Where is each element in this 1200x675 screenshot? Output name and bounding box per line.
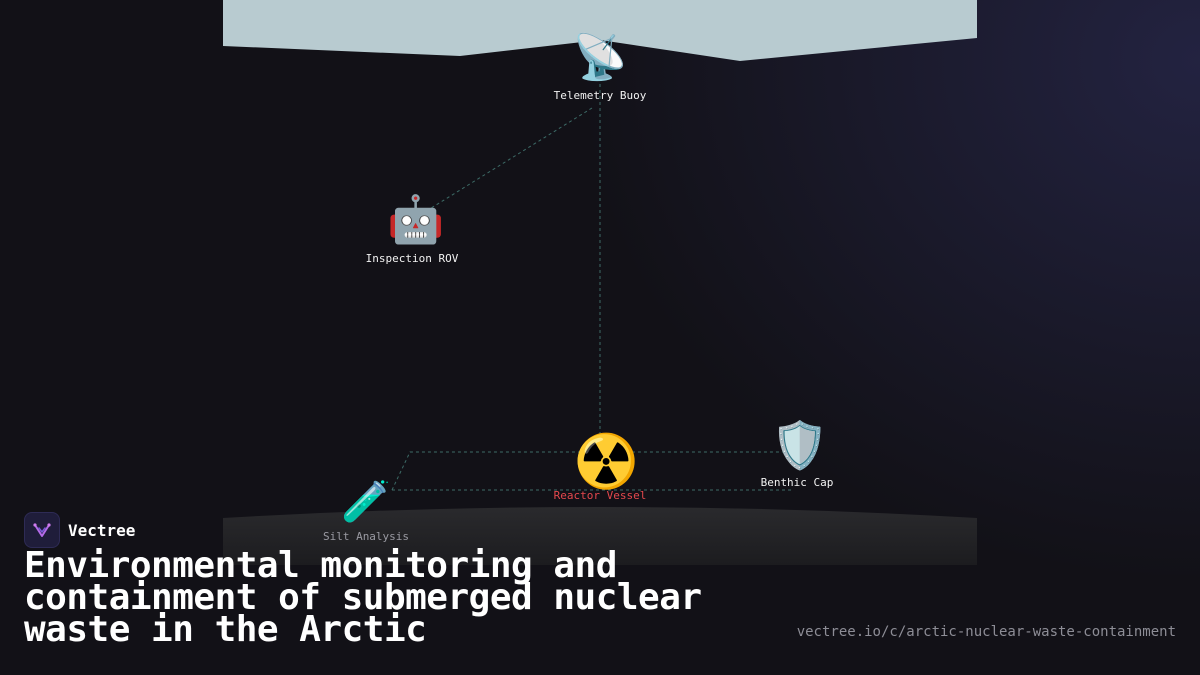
robot-icon: 🤖: [387, 192, 445, 246]
node-label-buoy: Telemetry Buoy: [553, 89, 647, 102]
sea-ice: [223, 0, 977, 61]
node-label-cap: Benthic Cap: [760, 476, 834, 489]
node-reactor-vessel[interactable]: ☢️ Reactor Vessel: [554, 432, 647, 502]
node-inspection-rov[interactable]: 🤖 Inspection ROV: [366, 192, 459, 265]
page-title: Environmental monitoring and containment…: [24, 545, 702, 650]
brand-name: Vectree: [68, 520, 136, 540]
link-buoy-rov: [427, 107, 593, 211]
radioactive-icon: ☢️: [573, 432, 639, 492]
node-label-reactor: Reactor Vessel: [553, 489, 647, 502]
test-tube-icon: 🧪: [341, 479, 391, 525]
node-telemetry-buoy[interactable]: 📡 Telemetry Buoy: [553, 32, 647, 103]
node-silt-analysis[interactable]: 🧪 Silt Analysis: [323, 482, 409, 543]
node-benthic-cap[interactable]: 🛡️ Benthic Cap: [761, 418, 834, 489]
satellite-antenna-icon: 📡: [572, 32, 628, 83]
seabed: [223, 507, 977, 565]
page-url[interactable]: vectree.io/c/arctic-nuclear-waste-contai…: [796, 624, 1176, 640]
shield-icon: 🛡️: [771, 418, 829, 472]
link-reactor-cap-upper: [391, 451, 796, 491]
brand[interactable]: Vectree: [24, 512, 135, 548]
vectree-logo-icon: [24, 512, 60, 548]
node-label-silt: Silt Analysis: [322, 530, 410, 543]
node-label-rov: Inspection ROV: [365, 252, 459, 265]
